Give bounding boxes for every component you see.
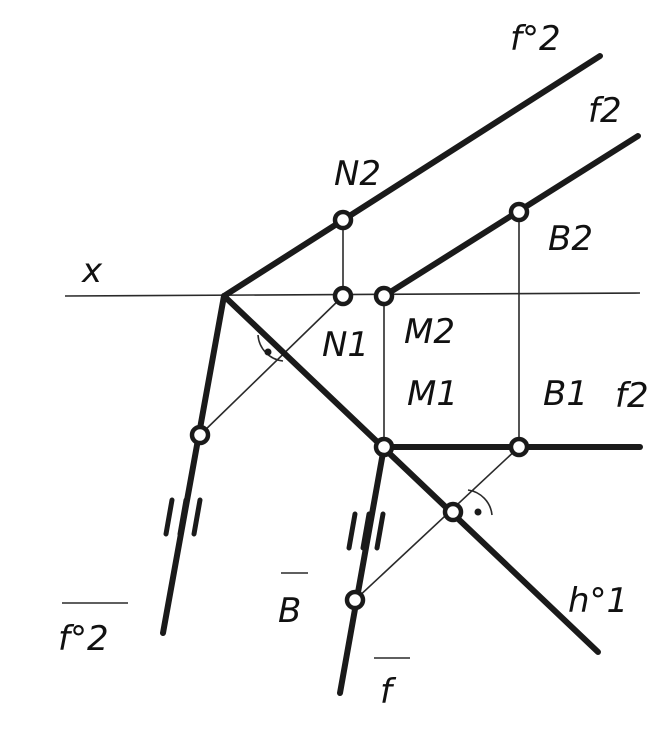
- parallel-mark-left-3: [191, 497, 203, 537]
- point-b2: [508, 201, 530, 223]
- label-h0-1: h°1: [568, 581, 628, 621]
- label-b2: B2: [548, 219, 593, 259]
- label-n2: N2: [334, 154, 381, 194]
- label-f0-2-top: f°2: [510, 19, 561, 59]
- label-f0-2-bar: f°2: [58, 619, 109, 659]
- point-lower-foot: [442, 501, 464, 523]
- label-f2-right: f2: [615, 376, 649, 416]
- label-n1: N1: [322, 325, 369, 365]
- parallel-mark-right-1: [346, 511, 358, 551]
- label-b-bar: B: [278, 591, 301, 631]
- trace-f-bar: [337, 444, 387, 696]
- trace-h0-1: [221, 293, 601, 655]
- parallel-mark-right-2: [360, 511, 372, 551]
- perpendicular-b1-to-trace: [354, 446, 520, 601]
- point-b1: [508, 436, 530, 458]
- parallel-mark-left-1: [163, 497, 175, 537]
- label-x: x: [81, 251, 103, 291]
- label-m1: M1: [407, 374, 458, 414]
- point-left-foot: [189, 424, 211, 446]
- label-f2-top: f2: [588, 91, 622, 131]
- right-angle-mark-lower: [467, 489, 493, 516]
- right-angle-dot-upper: [264, 348, 272, 356]
- perpendicular-n1-to-trace: [199, 295, 344, 436]
- point-m1: [373, 436, 395, 458]
- trace-f0-2-bar: [160, 293, 227, 636]
- label-m2: M2: [404, 312, 455, 352]
- point-n2: [332, 209, 354, 231]
- point-n1: [332, 285, 354, 307]
- parallel-mark-left-2: [177, 497, 189, 537]
- right-angle-dot-lower: [474, 508, 482, 516]
- parallel-mark-right-3: [374, 511, 386, 551]
- label-b1: B1: [543, 374, 588, 414]
- point-b-bar: [344, 589, 366, 611]
- label-f-bar: f: [380, 672, 397, 712]
- trace-f0-2: [221, 53, 603, 299]
- point-m2: [373, 285, 395, 307]
